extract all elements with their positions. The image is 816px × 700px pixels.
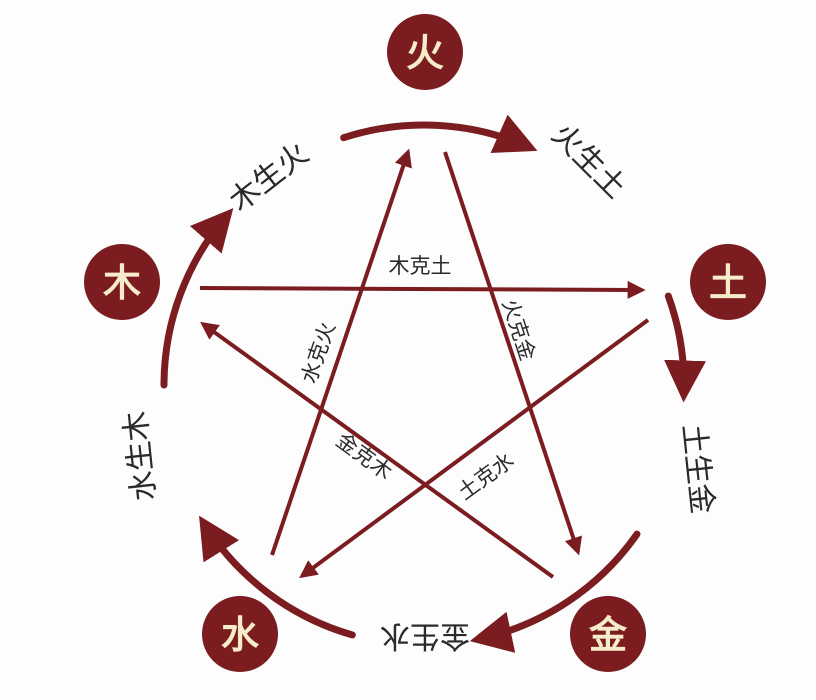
label-water-generates-wood: 水生木 [118,409,162,502]
node-water: 水 [202,596,278,672]
arc-earth-to-metal [469,530,641,653]
node-earth: 土 [690,244,766,320]
arc-wood-to-fire [340,114,538,154]
arrow-wood-to-earth [199,280,646,299]
node-wood: 木 [84,244,160,320]
node-wood-label: 木 [103,261,141,305]
node-metal: 金 [570,596,646,672]
label-wood-generates-fire: 木生火 [223,136,315,219]
arrow-earth-to-water [299,318,650,579]
node-earth-label: 土 [709,261,747,305]
node-fire: 火 [387,14,463,90]
label-metal-generates-water: 金生水 [380,618,470,653]
node-fire-label: 火 [406,31,444,75]
arc-water-to-wood [160,208,234,389]
node-water-label: 水 [221,613,260,657]
arc-metal-to-water [199,515,356,639]
arc-fire-to-earth [664,292,706,403]
node-metal-label: 金 [588,613,628,657]
label-wood-overcomes-earth: 木克土 [389,254,452,278]
label-fire-generates-earth: 火生土 [545,117,633,205]
arrow-water-to-fire [270,148,412,556]
label-earth-generates-metal: 土生金 [675,422,719,515]
arrow-fire-to-metal [443,151,582,556]
arrow-metal-to-wood [200,321,555,579]
